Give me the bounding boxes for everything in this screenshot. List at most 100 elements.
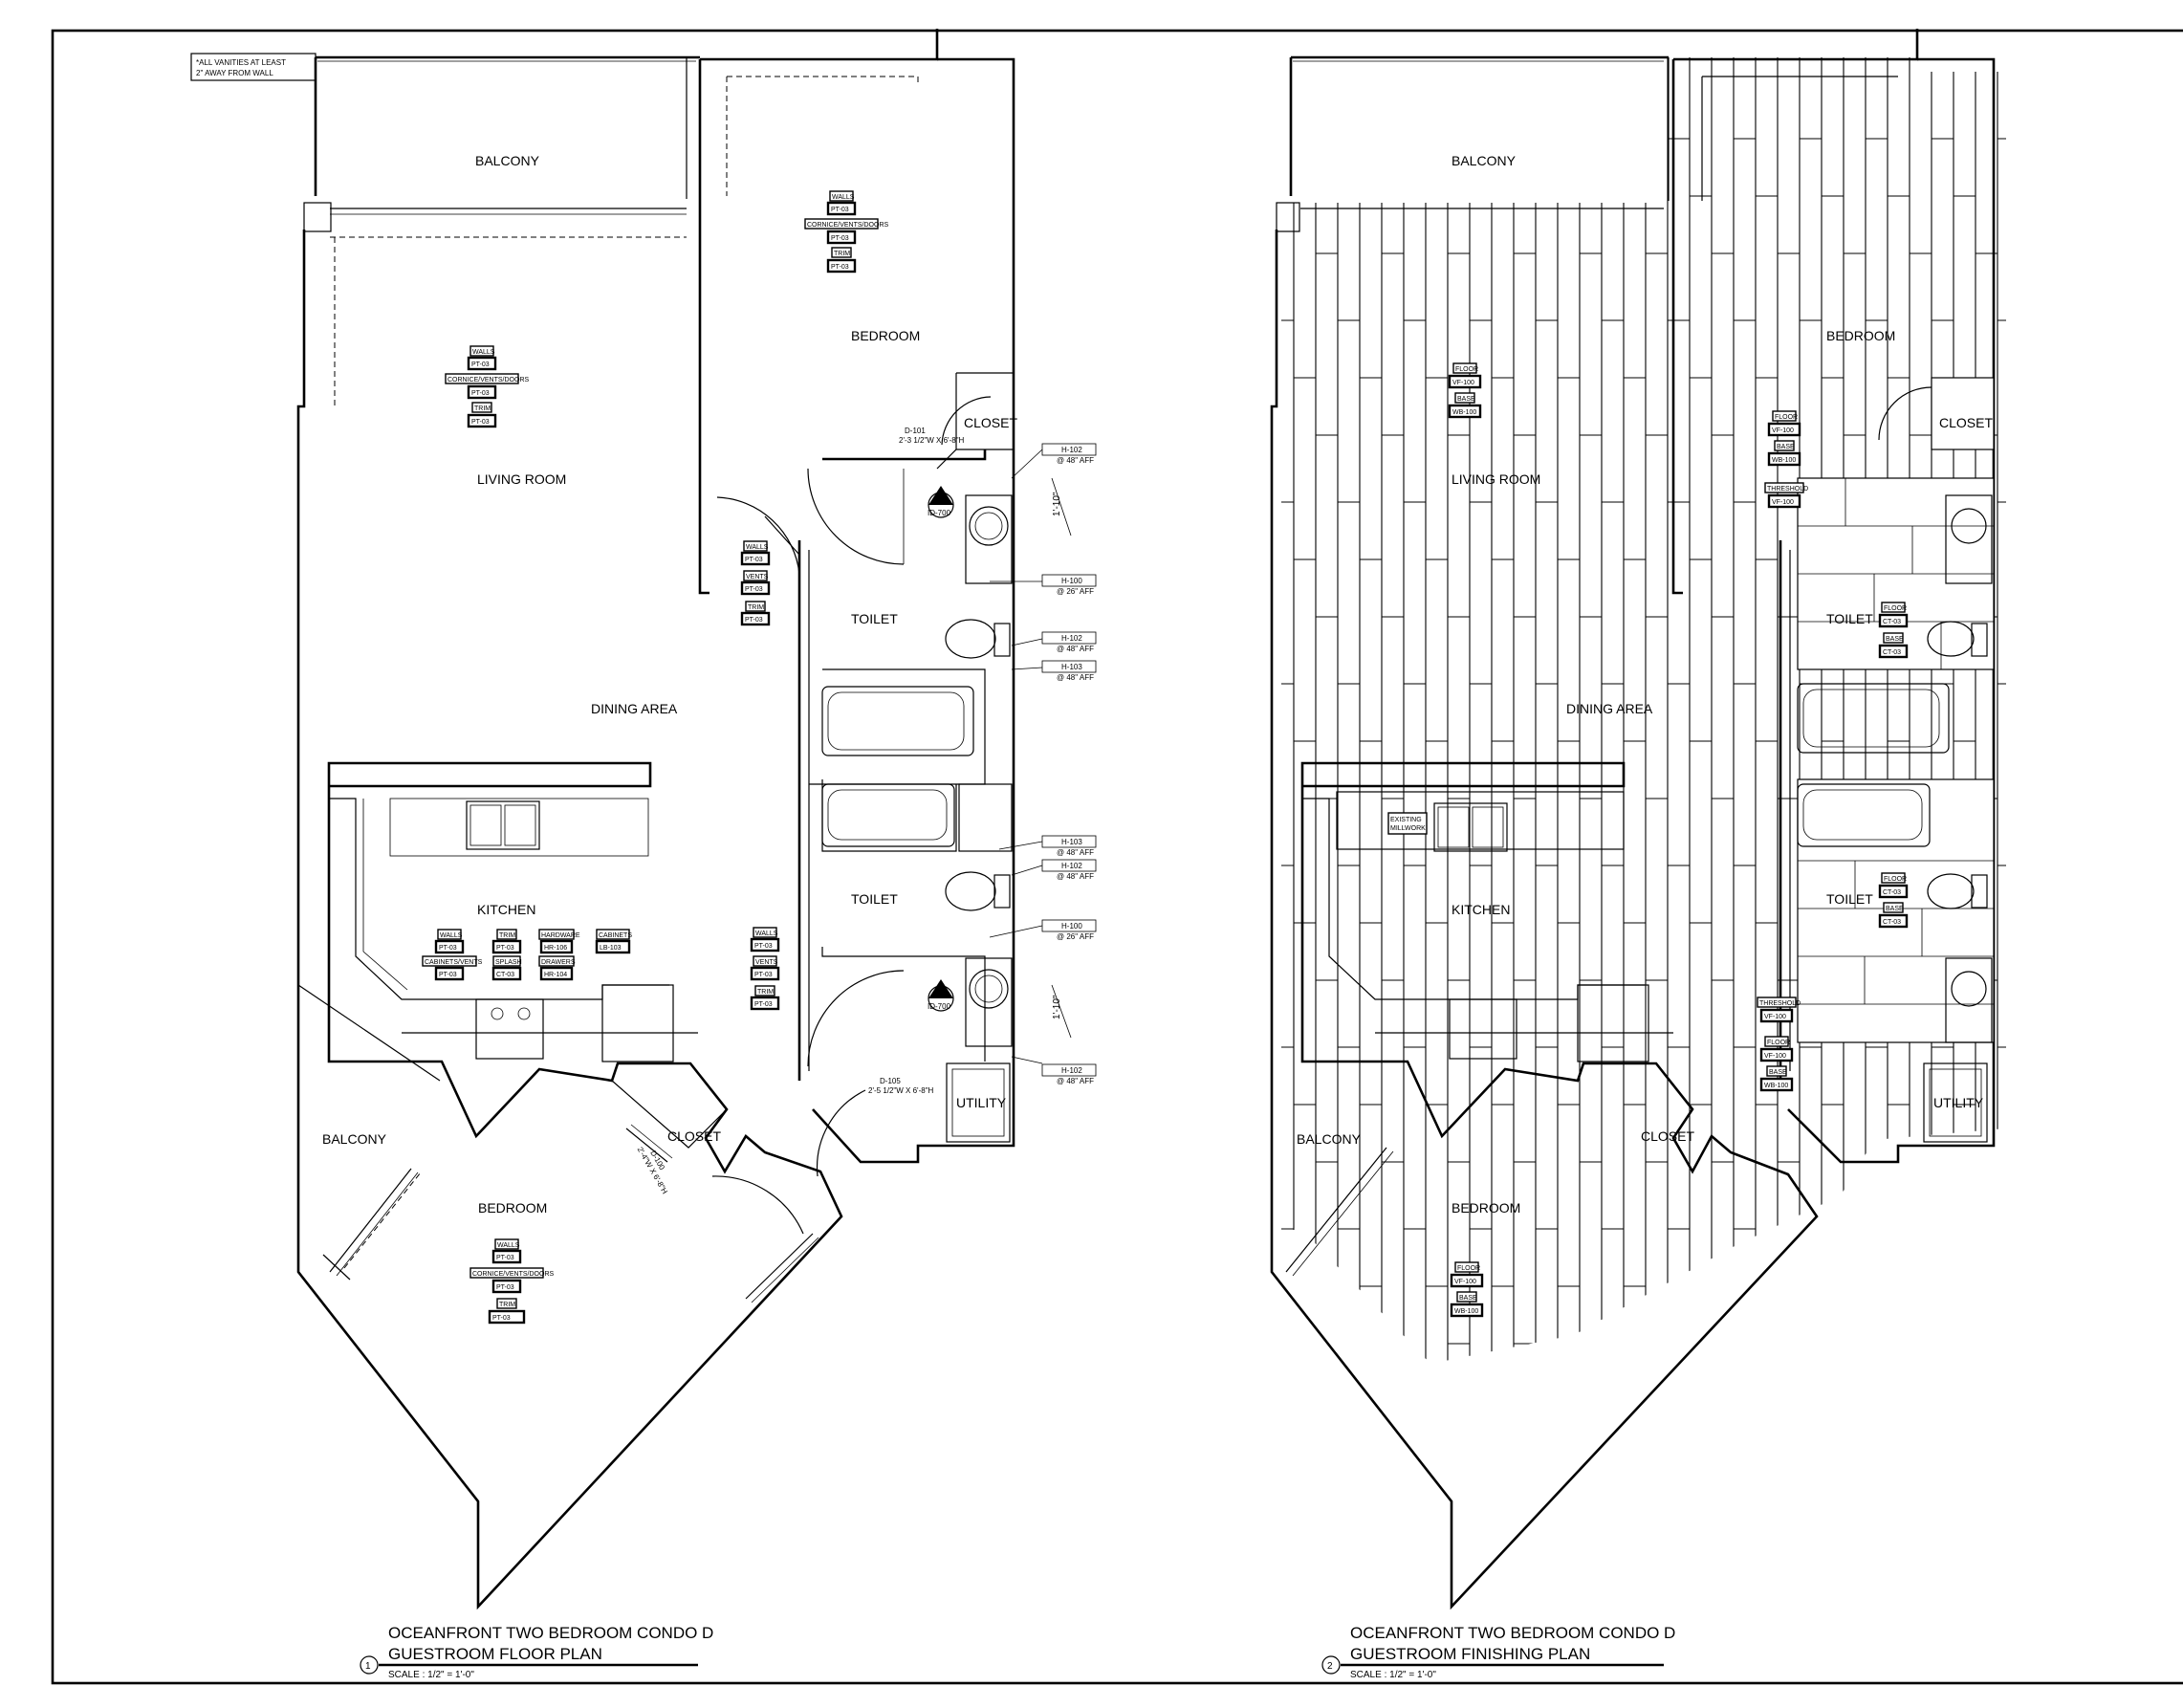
exterior-wall-east-2 (1787, 57, 1996, 1164)
svg-text:H-102: H-102 (1061, 446, 1082, 454)
door-swing-bath1 (807, 468, 905, 565)
hardware-callout-h102-c: H-102 @ 48" AFF (1011, 859, 1097, 881)
svg-text:@ 26" AFF: @ 26" AFF (1057, 587, 1094, 596)
svg-text:*ALL VANITIES AT LEAST: *ALL VANITIES AT LEAST (196, 58, 286, 67)
svg-text:EXISTING: EXISTING (1390, 817, 1422, 823)
svg-text:TRIM: TRIM (474, 405, 491, 412)
utility-unit (946, 1062, 1011, 1143)
svg-text:MILLWORK: MILLWORK (1390, 825, 1426, 832)
elevation-callout-lower: 4 ID-700 1'-10" (928, 979, 1072, 1039)
svg-text:TRIM: TRIM (499, 1302, 515, 1308)
svg-text:VF-100: VF-100 (1764, 1053, 1786, 1060)
svg-text:1'-10": 1'-10" (1052, 995, 1062, 1019)
svg-text:H-103: H-103 (1061, 838, 1082, 846)
svg-text:BASE: BASE (1886, 636, 1904, 643)
balcony-lower (297, 984, 441, 1281)
room-label-dining-area-2: DINING AREA (1566, 701, 1653, 716)
room-label-kitchen-2: KITCHEN (1452, 902, 1510, 917)
svg-text:GUESTROOM FLOOR PLAN: GUESTROOM FLOOR PLAN (388, 1645, 602, 1663)
svg-text:HR-104: HR-104 (544, 972, 567, 978)
door-tag-d100: D-100 2'-4"W X 6'-8"H (636, 1146, 669, 1195)
svg-text:ID-700: ID-700 (928, 1002, 951, 1011)
finish-tags-bedroom-upper: WALLS PT-03 CORNICE/VENTS/DOORS PT-03 TR… (804, 190, 889, 274)
room-label-balcony-upper-2: BALCONY (1452, 153, 1517, 168)
door-swing-bedroom1 (716, 496, 800, 575)
svg-text:CT-03: CT-03 (1883, 889, 1901, 896)
room-label-toilet-upper: TOILET (851, 611, 898, 626)
balcony-upper (303, 55, 700, 232)
finish-tags-living-room-2: FLOOR VF-100 BASE WB-100 (1448, 362, 1482, 419)
svg-text:PT-03: PT-03 (492, 1315, 511, 1322)
room-label-bedroom-lower-2: BEDROOM (1452, 1200, 1520, 1215)
svg-text:TRIM: TRIM (757, 989, 774, 996)
svg-text:VF-100: VF-100 (1452, 380, 1474, 386)
room-label-bedroom-lower: BEDROOM (478, 1200, 547, 1215)
svg-text:@ 26" AFF: @ 26" AFF (1057, 932, 1094, 941)
room-label-bedroom-upper-2: BEDROOM (1826, 328, 1895, 343)
lavatory-2 (965, 957, 1013, 1047)
svg-text:FLOOR: FLOOR (1884, 605, 1907, 612)
svg-text:PT-03: PT-03 (496, 945, 514, 952)
existing-millwork-note: EXISTING MILLWORK (1387, 812, 1428, 835)
sheet-border (51, 29, 2183, 1685)
svg-text:H-102: H-102 (1061, 634, 1082, 643)
svg-text:HR-106: HR-106 (544, 945, 567, 952)
svg-text:FLOOR: FLOOR (1884, 876, 1907, 883)
room-label-toilet-lower-2: TOILET (1826, 891, 1873, 907)
room-label-closet-lower-2: CLOSET (1641, 1128, 1694, 1144)
room-label-living-room: LIVING ROOM (477, 471, 566, 487)
finish-tags-corridor-lower: WALLS PT-03 VENTS PT-03 TRIM PT-03 (750, 927, 780, 1011)
svg-text:D-105: D-105 (880, 1077, 901, 1085)
svg-text:CT-03: CT-03 (1883, 619, 1901, 625)
room-label-balcony-lower: BALCONY (322, 1131, 387, 1147)
balcony-lower-2 (1285, 1147, 1394, 1277)
svg-text:PT-03: PT-03 (754, 1001, 773, 1008)
svg-text:DRAWERS: DRAWERS (541, 959, 576, 966)
svg-text:1'-10": 1'-10" (1052, 492, 1062, 516)
svg-text:2" AWAY FROM WALL: 2" AWAY FROM WALL (196, 69, 273, 77)
hardware-callout-h102-a: H-102 @ 48" AFF (1011, 443, 1097, 479)
bathtub-1 (821, 686, 974, 756)
plan-title-block-2: OCEANFRONT TWO BEDROOM CONDO D GUESTROOM… (1321, 1624, 1675, 1680)
svg-text:CT-03: CT-03 (1883, 649, 1901, 656)
svg-text:THRESHOLD: THRESHOLD (1759, 1000, 1801, 1007)
hardware-callout-h103-a: H-103 @ 48" AFF (1011, 660, 1097, 682)
finish-tags-kitchen: WALLS PT-03 TRIM PT-03 HARDWARE HR-106 C… (422, 929, 632, 981)
svg-text:CT-03: CT-03 (1883, 919, 1901, 926)
svg-text:ID-700: ID-700 (928, 509, 951, 517)
toilet-fixture-2 (945, 871, 1011, 911)
svg-text:@ 48" AFF: @ 48" AFF (1057, 1077, 1094, 1085)
svg-text:WB-100: WB-100 (1772, 457, 1796, 464)
svg-text:H-100: H-100 (1061, 577, 1082, 585)
kitchen-counter-2 (1302, 791, 1673, 1062)
svg-text:@ 48" AFF: @ 48" AFF (1057, 645, 1094, 653)
svg-text:FLOOR: FLOOR (1457, 1265, 1480, 1272)
svg-text:LB-103: LB-103 (600, 945, 622, 952)
svg-text:WB-100: WB-100 (1452, 409, 1476, 416)
svg-text:PT-03: PT-03 (831, 235, 849, 242)
svg-text:WALLS: WALLS (746, 544, 769, 551)
exterior-wall-west (296, 230, 843, 1610)
svg-text:CABINETS/VENTS: CABINETS/VENTS (425, 959, 483, 966)
room-label-utility: UTILITY (956, 1095, 1007, 1110)
room-label-living-room-2: LIVING ROOM (1452, 471, 1540, 487)
hardware-callout-h103-b: H-103 @ 48" AFF (998, 835, 1097, 857)
closet-upper-2 (1878, 377, 1995, 450)
svg-text:PT-03: PT-03 (745, 586, 763, 593)
svg-text:PT-03: PT-03 (471, 361, 490, 368)
svg-text:WALLS: WALLS (755, 931, 778, 937)
exterior-wall-east (812, 57, 1015, 1164)
svg-text:4: 4 (937, 989, 942, 997)
svg-text:SCALE : 1/2" = 1'-0": SCALE : 1/2" = 1'-0" (1350, 1670, 1436, 1680)
svg-text:VF-100: VF-100 (1764, 1014, 1786, 1020)
svg-text:D-101: D-101 (905, 427, 926, 435)
svg-text:OCEANFRONT TWO BEDROOM CONDO D: OCEANFRONT TWO BEDROOM CONDO D (388, 1624, 713, 1642)
svg-text:BASE: BASE (1777, 444, 1795, 450)
svg-text:FLOOR: FLOOR (1455, 366, 1478, 373)
svg-text:4: 4 (937, 495, 942, 504)
hardware-callout-h100-a: H-100 @ 26" AFF (990, 574, 1097, 596)
room-label-utility-2: UTILITY (1933, 1095, 1984, 1110)
svg-text:TRIM: TRIM (834, 251, 850, 257)
hardware-callout-h100-b: H-100 @ 26" AFF (989, 919, 1097, 941)
